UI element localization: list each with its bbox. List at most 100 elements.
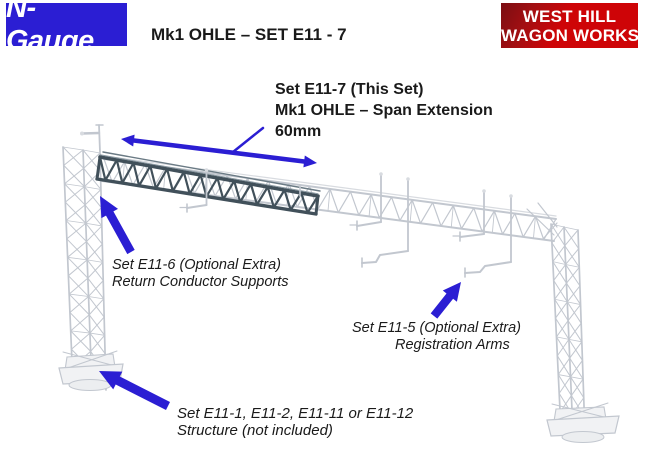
- return-conductor-bracket-end: [80, 131, 84, 136]
- right-tower-brace: [554, 282, 567, 300]
- left-tower-mast: [98, 124, 101, 153]
- registration-arm-cap: [379, 172, 383, 176]
- right-tower-brace: [566, 301, 581, 305]
- left-tower-brace: [63, 149, 84, 166]
- callout-e11-6: Set E11-6 (Optional Extra) Return Conduc…: [112, 257, 289, 291]
- n-gauge-logo-text: N-Gauge: [6, 0, 94, 57]
- registration-arm: [459, 233, 485, 238]
- callout-structure: Set E11-1, E11-2, E11-11 or E11-12 Struc…: [177, 405, 413, 439]
- left-tower-brace: [89, 332, 106, 336]
- left-tower-brace: [86, 243, 103, 261]
- left-tower-rail: [82, 149, 93, 389]
- right-tower-brace: [556, 336, 570, 340]
- left-tower-brace: [64, 186, 85, 203]
- extension-truss-highlight: [99, 154, 319, 195]
- left-tower-brace: [86, 259, 104, 263]
- brand-line1: WEST HILL: [522, 6, 617, 26]
- left-tower-brace: [65, 204, 86, 222]
- left-tower-brace: [87, 261, 104, 279]
- span-truss-post: [368, 194, 372, 217]
- right-tower-brace: [552, 261, 567, 265]
- left-tower-brace: [68, 277, 89, 295]
- span-dimension-arrow: [121, 134, 317, 168]
- left-tower-brace: [88, 280, 104, 297]
- span-truss-post: [327, 188, 331, 212]
- left-tower-brace: [85, 207, 102, 224]
- right-tower-rail: [563, 226, 574, 434]
- west-hill-wagon-works-logo: WEST HILL WAGON WORKS: [501, 3, 640, 48]
- brand-line2: WAGON WORKS: [501, 25, 640, 45]
- right-tower-brace: [566, 285, 581, 303]
- registration-arm: [186, 204, 208, 209]
- right-tower-brace: [568, 338, 583, 343]
- left-tower-brace: [70, 314, 90, 332]
- right-tower-brace: [558, 376, 572, 394]
- right-tower-brace: [565, 266, 580, 284]
- page-title: Mk1 OHLE – SET E11 - 7: [151, 25, 347, 44]
- right-tower-base-rod: [555, 402, 609, 421]
- right-corner-gusset: [537, 202, 558, 228]
- registration-arm-cap: [482, 189, 486, 193]
- left-tower-brace: [67, 241, 87, 258]
- callout-e11-5: Set E11-5 (Optional Extra) Registration …: [352, 320, 521, 354]
- span-truss-post: [491, 210, 495, 234]
- registration-arm: [464, 261, 512, 274]
- left-tower-brace: [67, 256, 88, 261]
- right-tower-brace: [570, 376, 584, 380]
- right-tower-brace: [552, 245, 566, 263]
- span-dimension-leader: [231, 126, 265, 154]
- arrow-e11-5: [430, 282, 461, 319]
- right-tower-brace: [570, 378, 584, 397]
- extension-truss-top-chord: [98, 155, 320, 198]
- callout-e11-5-line2: Registration Arms: [395, 337, 510, 353]
- left-tower-brace: [70, 332, 91, 350]
- callout-e11-6-line1: Set E11-6 (Optional Extra): [112, 257, 281, 273]
- right-tower-brace: [553, 263, 567, 281]
- callout-this-set-line1: Set E11-7 (This Set): [275, 81, 424, 98]
- right-tower-brace: [564, 229, 579, 247]
- left-tower-brace: [85, 225, 103, 243]
- left-tower-brace: [68, 293, 89, 297]
- callout-this-set-line2: Mk1 OHLE – Span Extension: [275, 102, 493, 119]
- left-tower-brace: [62, 146, 84, 151]
- right-tower-brace: [569, 341, 583, 359]
- return-conductor-bracket: [80, 131, 101, 135]
- right-tower-brace: [557, 357, 571, 376]
- callout-e11-6-line2: Return Conductor Supports: [112, 274, 289, 290]
- registration-arm-cap: [509, 194, 513, 198]
- left-tower-brace: [83, 152, 101, 169]
- left-tower-rail: [62, 146, 74, 387]
- left-tower-brace: [90, 334, 106, 352]
- left-tower-brace: [88, 296, 105, 300]
- right-tower-brace: [556, 338, 570, 357]
- right-tower-rail: [577, 229, 586, 436]
- left-tower-base-rod: [64, 350, 118, 370]
- left-tower-brace: [66, 222, 87, 240]
- callout-this-set-line3: 60mm: [275, 123, 322, 140]
- callout-this-set: Set E11-7 (This Set) Mk1 OHLE – Span Ext…: [275, 79, 493, 142]
- right-tower-brace: [565, 248, 580, 265]
- right-tower-brace: [567, 304, 582, 322]
- left-tower-brace: [88, 298, 105, 316]
- registration-arm: [356, 221, 382, 227]
- registration-arm-cap: [204, 168, 209, 172]
- left-tower-brace: [84, 188, 102, 206]
- right-tower-brace: [554, 298, 568, 303]
- right-tower-brace: [555, 301, 568, 319]
- span-truss-post: [533, 215, 536, 239]
- arrow-e11-6: [100, 196, 135, 255]
- left-tower-brace: [65, 220, 87, 224]
- left-tower-brace: [70, 330, 91, 334]
- registration-arm-cap: [406, 177, 410, 181]
- left-tower-brace: [64, 167, 85, 185]
- extension-truss-left-end: [95, 155, 102, 181]
- right-tower-base-plate: [546, 415, 620, 437]
- right-corner-gusset: [542, 222, 558, 240]
- span-truss-post: [450, 204, 454, 228]
- right-tower-brace: [563, 226, 579, 231]
- right-tower-base-foot: [561, 431, 605, 443]
- right-tower-brace: [555, 320, 569, 338]
- left-tower-brace: [82, 149, 101, 154]
